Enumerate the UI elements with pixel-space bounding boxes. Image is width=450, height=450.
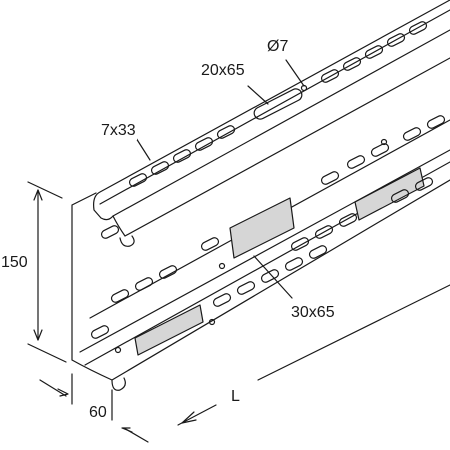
top-lip (93, 0, 450, 221)
slot-row-upper-wall (100, 115, 446, 251)
bottom-fold (79, 149, 450, 391)
label-slot-small: 7x33 (100, 122, 137, 140)
label-length: L (230, 388, 241, 406)
dimension-height (27, 181, 67, 363)
side-wall-front-face (71, 192, 113, 381)
label-height: 150 (0, 254, 29, 272)
slot-row-top (128, 21, 428, 187)
leader-30x65 (253, 255, 293, 299)
label-hole-diameter: Ø7 (266, 38, 290, 56)
top-lip-curl (119, 235, 135, 247)
label-slot-large-side: 30x65 (290, 304, 336, 322)
leader-20x65 (247, 85, 269, 105)
label-depth: 60 (88, 404, 108, 422)
top-lip-inner (99, 9, 450, 237)
large-cutout (134, 167, 425, 356)
label-slot-large-top: 20x65 (200, 62, 246, 80)
dimension-depth (39, 373, 149, 443)
leader-diameter (285, 59, 305, 87)
slot-row-mid-wall (110, 177, 434, 303)
dimension-length (177, 284, 450, 426)
leader-7x33 (135, 137, 151, 161)
